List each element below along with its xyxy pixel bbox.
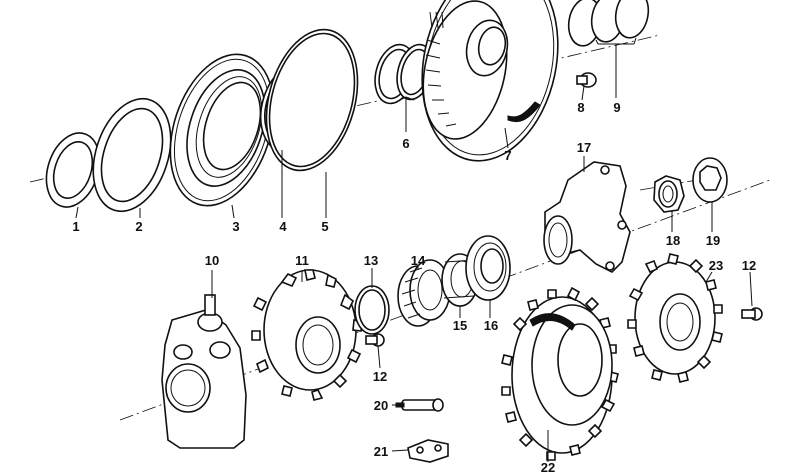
label-part-18: 18	[666, 233, 680, 248]
label-part-6: 6	[402, 136, 409, 151]
label-part-12-left: 12	[373, 369, 387, 384]
label-part-4: 4	[279, 219, 287, 234]
label-part-11: 11	[295, 253, 309, 268]
part-8-screw	[576, 72, 597, 88]
part-10-sensor-housing	[161, 294, 247, 449]
part-14-needle-bearing	[397, 259, 451, 327]
part-16-seal	[465, 235, 511, 301]
label-part-12-right: 12	[742, 258, 756, 273]
part-7-carrier-housing	[421, 0, 559, 162]
label-part-15: 15	[453, 318, 467, 333]
part-5-large-o-ring	[265, 28, 359, 172]
label-part-22: 22	[541, 460, 555, 473]
label-part-23: 23	[709, 258, 723, 273]
part-18-nut	[653, 175, 685, 213]
label-part-21: 21	[374, 444, 388, 459]
label-part-7: 7	[504, 148, 511, 163]
leader-lines	[75, 37, 753, 462]
label-part-17: 17	[577, 140, 591, 155]
part-19-lock-washer	[692, 157, 728, 203]
label-part-2: 2	[135, 219, 142, 234]
part-17-output-flange	[543, 161, 631, 273]
part-21-bracket-clip	[407, 439, 449, 463]
label-part-13: 13	[364, 253, 378, 268]
part-13-circlip	[354, 285, 390, 335]
label-part-19: 19	[706, 233, 720, 248]
label-part-8: 8	[577, 100, 584, 115]
label-part-14: 14	[411, 253, 426, 268]
part-22-ring-gear	[501, 286, 619, 461]
part-20-sensor-pin	[395, 398, 444, 412]
label-part-9: 9	[613, 100, 620, 115]
part-12-screw-right	[741, 307, 763, 321]
label-part-5: 5	[321, 219, 328, 234]
label-part-20: 20	[374, 398, 388, 413]
part-12-screw-left	[365, 333, 385, 347]
label-part-3: 3	[232, 219, 239, 234]
label-part-16: 16	[484, 318, 498, 333]
part-2-shim	[92, 97, 172, 213]
part-9-rings	[567, 0, 650, 47]
part-11-reluctor-gear	[251, 269, 363, 401]
part-3-shaft-seal	[169, 53, 275, 207]
label-part-10: 10	[205, 253, 219, 268]
part-labels: 1 2 3 4 5 6 7 8 9 10 11 12 12 13 14 15 1…	[72, 100, 756, 473]
part-23-reluctor-wheel	[627, 253, 723, 383]
part-1-washer	[45, 132, 101, 208]
label-part-1: 1	[72, 219, 79, 234]
